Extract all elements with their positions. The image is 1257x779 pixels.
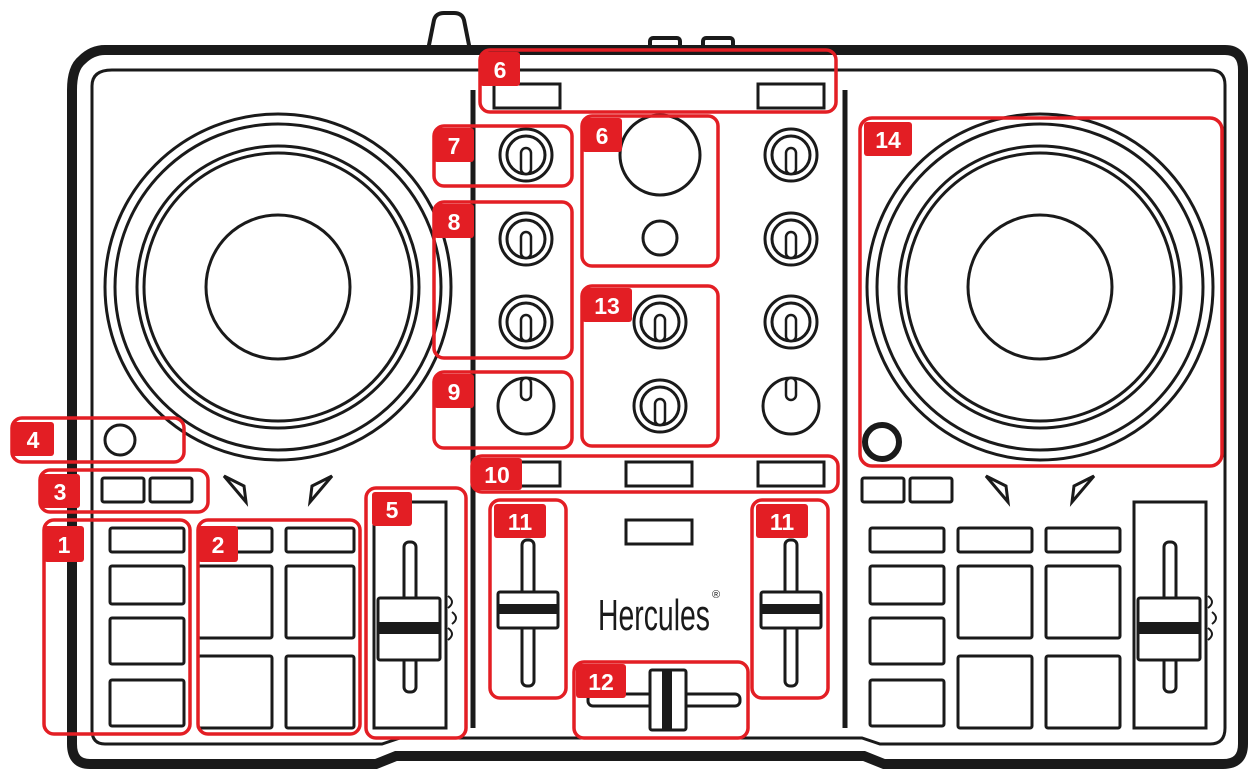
callout-badges (12, 52, 912, 698)
badge-11b (756, 504, 808, 538)
callout-label-9: 9 (448, 379, 461, 405)
callout-label-6b: 6 (596, 123, 609, 149)
badge-8 (434, 204, 474, 238)
callout-label-5: 5 (386, 497, 399, 523)
left-pitch-fader (372, 500, 457, 730)
badge-13 (582, 288, 632, 322)
callout-label-11a: 11 (508, 509, 533, 535)
callout-label-7: 7 (448, 133, 461, 159)
callout-label-2: 2 (212, 532, 225, 558)
highlight-frames (10, 48, 1224, 740)
frame-2 (196, 518, 362, 736)
badge-7 (434, 128, 474, 162)
badge-2 (198, 526, 238, 562)
callout-label-6a: 6 (494, 57, 507, 83)
right-deck-arrow-left-icon (984, 474, 1011, 507)
mixer-button-right (756, 460, 826, 488)
frame-14 (858, 116, 1224, 468)
left-deck-small-button-a (100, 476, 146, 504)
headphone-jack-top (426, 11, 472, 51)
badge-3 (40, 474, 80, 508)
left-channel-fader (496, 538, 560, 688)
callout-label-3: 3 (54, 479, 67, 505)
right-mixer-knobs (761, 127, 821, 436)
badge-6a (480, 52, 520, 86)
left-deck-round-button (103, 423, 137, 457)
knob-pointers (519, 146, 798, 427)
left-jog-wheel (103, 112, 453, 462)
left-deck-transport-buttons (108, 526, 186, 728)
right-deck-pads (956, 526, 1122, 730)
badge-5 (372, 492, 412, 526)
badge-6b (582, 118, 622, 152)
inner-casing (90, 68, 1227, 746)
crossfader (586, 668, 742, 732)
badge-9 (434, 374, 474, 408)
callout-label-4: 4 (27, 427, 40, 453)
badge-11a (494, 504, 546, 538)
top-right-button (756, 82, 826, 110)
right-jog-wheel (865, 112, 1215, 462)
callout-label-1: 1 (58, 532, 71, 558)
frame-13 (580, 284, 720, 448)
badge-10 (472, 458, 522, 490)
mixer-button-center (624, 460, 694, 488)
right-deck-small-button-a (860, 476, 906, 504)
callout-label-8: 8 (448, 209, 461, 235)
badge-12 (576, 664, 626, 698)
frame-1 (42, 518, 192, 736)
frame-11a (488, 498, 568, 700)
right-deck-round-button (862, 422, 902, 462)
callout-label-13: 13 (594, 293, 620, 319)
master-small-knob (641, 219, 679, 257)
right-deck-small-button-b (908, 476, 954, 504)
right-channel-fader (759, 538, 823, 688)
callout-label-11b: 11 (770, 509, 795, 535)
badge-1 (44, 526, 84, 562)
controller-body (67, 11, 1248, 769)
badge-14 (864, 122, 912, 156)
left-deck-small-button-b (148, 476, 194, 504)
callout-label-12: 12 (588, 669, 614, 695)
top-left-button (492, 82, 562, 110)
frame-12 (572, 660, 750, 740)
callout-labels: 1 2 3 4 5 6 6 7 8 9 10 11 11 12 13 14 (27, 57, 901, 695)
callout-label-14: 14 (875, 127, 901, 153)
brand-logo: Hercules (598, 591, 710, 640)
left-deck-arrow-left-icon (222, 474, 249, 507)
right-deck-arrow-right-icon (1069, 474, 1096, 507)
brand-registered-mark: ® (712, 589, 720, 601)
callout-label-10: 10 (484, 462, 510, 488)
frame-8 (432, 200, 574, 360)
center-button (624, 518, 694, 546)
frame-6b (580, 114, 720, 268)
left-deck-arrow-right-icon (307, 474, 334, 507)
right-deck-transport-buttons (868, 526, 946, 728)
badge-4 (12, 422, 54, 456)
frame-5 (364, 486, 468, 740)
frame-9 (432, 370, 574, 450)
right-pitch-fader (1132, 500, 1217, 730)
frame-11b (750, 498, 830, 700)
